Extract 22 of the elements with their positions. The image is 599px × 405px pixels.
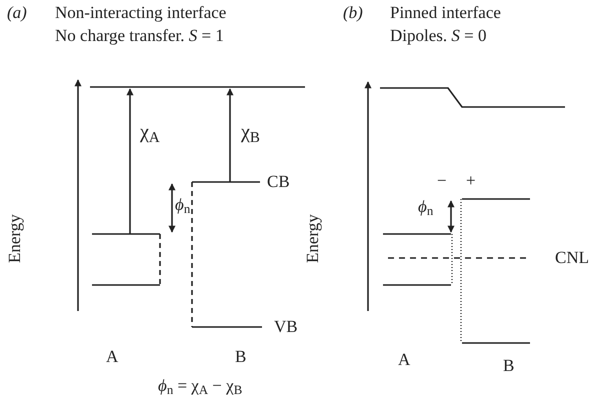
charge-sign: − <box>437 170 447 192</box>
affinity-label: χ$_{B}$ <box>241 120 260 145</box>
charge-sign: + <box>466 170 476 192</box>
panel-subheading: No charge transfer. S = 1 <box>55 25 224 46</box>
panel-subheading: Dipoles. S = 0 <box>390 25 486 46</box>
level-label: CNL <box>555 247 589 268</box>
material-label: B <box>235 346 246 368</box>
panel-heading: Pinned interface <box>390 2 501 24</box>
axis-label: Energy <box>302 214 323 264</box>
material-label: B <box>503 355 514 376</box>
panel-label: (a) <box>7 2 27 24</box>
panel-heading: Non-interacting interface <box>55 2 226 24</box>
equation-text: ϕ$_{n}$ = χ$_{A}$ − χ$_{B}$ <box>158 375 242 396</box>
material-label: A <box>398 349 410 370</box>
axis-label: Energy <box>4 214 25 264</box>
material-label: A <box>106 346 118 368</box>
panel-label: (b) <box>343 2 363 24</box>
band-label: CB <box>267 171 290 192</box>
band-label: VB <box>274 316 298 338</box>
barrier-label: ϕ$_{n}$ <box>175 194 190 216</box>
affinity-label: χ$_{A}$ <box>140 120 160 145</box>
barrier-label: ϕ$_{n}$ <box>418 196 434 218</box>
